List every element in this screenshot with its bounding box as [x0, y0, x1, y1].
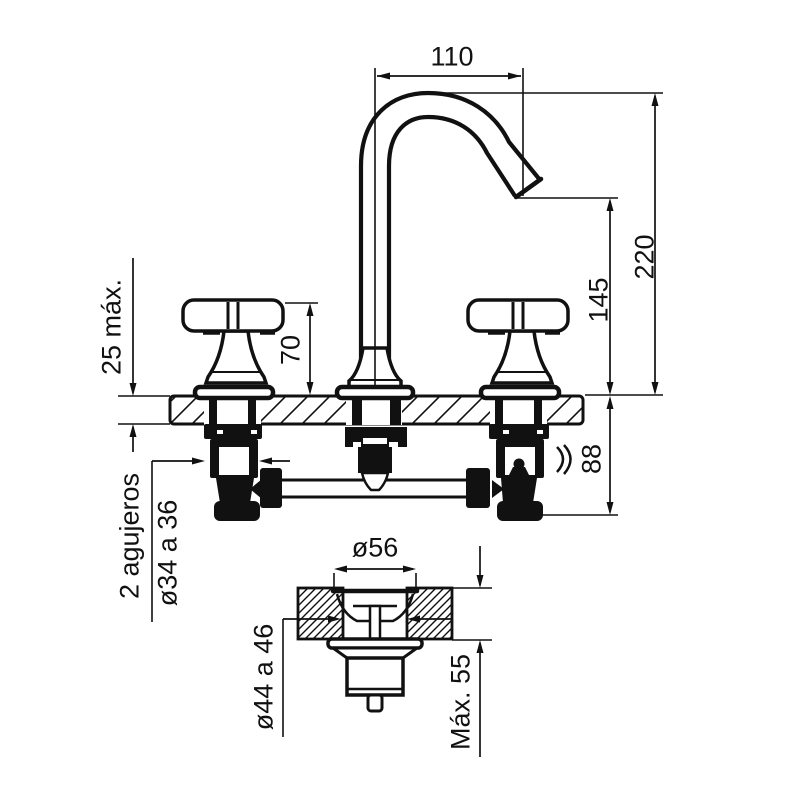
dim-spout-reach: 110 [430, 41, 474, 72]
right-valve-body [489, 424, 572, 521]
dim-overall-height: 220 [629, 234, 660, 280]
left-valve-body [204, 424, 262, 521]
left-handle [181, 298, 285, 401]
dim-mounting-holes-diameter: ø34 a 36 [152, 499, 183, 607]
under-deck-assembly [204, 424, 572, 521]
dim-mounting-holes-count: 2 agujeros [114, 472, 145, 600]
dim-drain-deck-thickness-max: Máx. 55 [445, 653, 476, 751]
right-handle [466, 298, 570, 401]
dimension-lines [118, 68, 663, 757]
dim-drain-hole-diameter: ø44 a 46 [248, 623, 279, 731]
center-shank [345, 427, 407, 492]
dim-handle-height: 70 [275, 334, 306, 366]
dim-below-deck-depth: 88 [576, 443, 607, 475]
dim-outlet-height: 145 [583, 277, 614, 323]
drain-detail-view [296, 586, 454, 713]
dim-deck-thickness-max: 25 máx. [96, 278, 127, 376]
dim-drain-flange-diameter: ø56 [351, 532, 399, 563]
